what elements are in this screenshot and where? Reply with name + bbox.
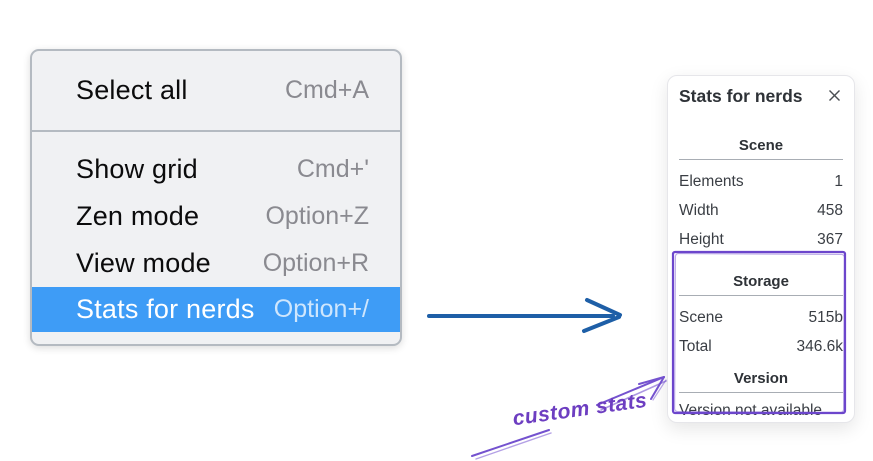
stat-row-scene-size: Scene 515b — [679, 303, 843, 332]
menu-divider — [32, 130, 400, 132]
stat-value: 346.6k — [796, 337, 843, 355]
stat-label: Width — [679, 201, 719, 219]
section-rule — [679, 392, 843, 393]
menu-item-label: Show grid — [76, 154, 198, 184]
menu-item-show-grid[interactable]: Show grid Cmd+' — [32, 146, 400, 193]
stat-label: Elements — [679, 172, 744, 190]
menu-item-view-mode[interactable]: View mode Option+R — [32, 240, 400, 287]
menu-section-top: Select all Cmd+A — [32, 51, 400, 130]
stats-panel-title: Stats for nerds — [679, 86, 803, 106]
menu-item-select-all[interactable]: Select all Cmd+A — [32, 67, 400, 114]
menu-item-label: Select all — [76, 75, 188, 105]
stat-row-height: Height 367 — [679, 225, 843, 254]
version-note: Version not available — [679, 402, 823, 419]
stats-panel: Stats for nerds Scene Elements 1 Width 4… — [667, 75, 855, 423]
stat-value: 367 — [817, 230, 843, 248]
x-icon — [827, 88, 842, 106]
menu-item-stats-for-nerds[interactable]: Stats for nerds Option+/ — [32, 287, 400, 332]
stat-row-elements: Elements 1 — [679, 167, 843, 196]
menu-item-shortcut: Option+R — [262, 249, 369, 277]
stat-value: 458 — [817, 201, 843, 219]
blue-arrow — [427, 298, 622, 333]
purple-arrow — [471, 376, 667, 460]
menu-section-bottom: Show grid Cmd+' Zen mode Option+Z View m… — [32, 132, 400, 344]
menu-item-label: Stats for nerds — [76, 294, 255, 324]
menu-item-shortcut: Cmd+A — [284, 76, 369, 104]
section-rule — [679, 159, 843, 160]
storage-rows: Scene 515b Total 346.6k — [679, 303, 843, 361]
menu-item-label: Zen mode — [76, 201, 200, 231]
stat-row-total-size: Total 346.6k — [679, 332, 843, 361]
close-button[interactable] — [825, 88, 843, 106]
stat-row-width: Width 458 — [679, 196, 843, 225]
stat-label: Scene — [679, 308, 723, 326]
stat-value: 515b — [808, 308, 843, 326]
custom-stats-annotation: custom stats — [511, 388, 649, 431]
stat-label: Height — [679, 230, 724, 248]
menu-item-label: View mode — [76, 248, 211, 278]
section-heading-storage: Storage — [733, 273, 789, 290]
menu-item-shortcut: Option+Z — [265, 202, 369, 230]
context-menu: Select all Cmd+A Show grid Cmd+' Zen mod… — [30, 49, 402, 346]
stats-panel-header: Stats for nerds — [679, 86, 843, 107]
stat-label: Total — [679, 337, 712, 355]
menu-item-zen-mode[interactable]: Zen mode Option+Z — [32, 193, 400, 240]
section-heading-scene: Scene — [738, 137, 784, 154]
scene-rows: Elements 1 Width 458 Height 367 — [679, 167, 843, 254]
stat-value: 1 — [834, 172, 843, 190]
section-heading-version: Version — [733, 370, 789, 387]
section-rule — [679, 295, 843, 296]
menu-item-shortcut: Option+/ — [273, 295, 369, 323]
menu-item-shortcut: Cmd+' — [296, 155, 369, 183]
